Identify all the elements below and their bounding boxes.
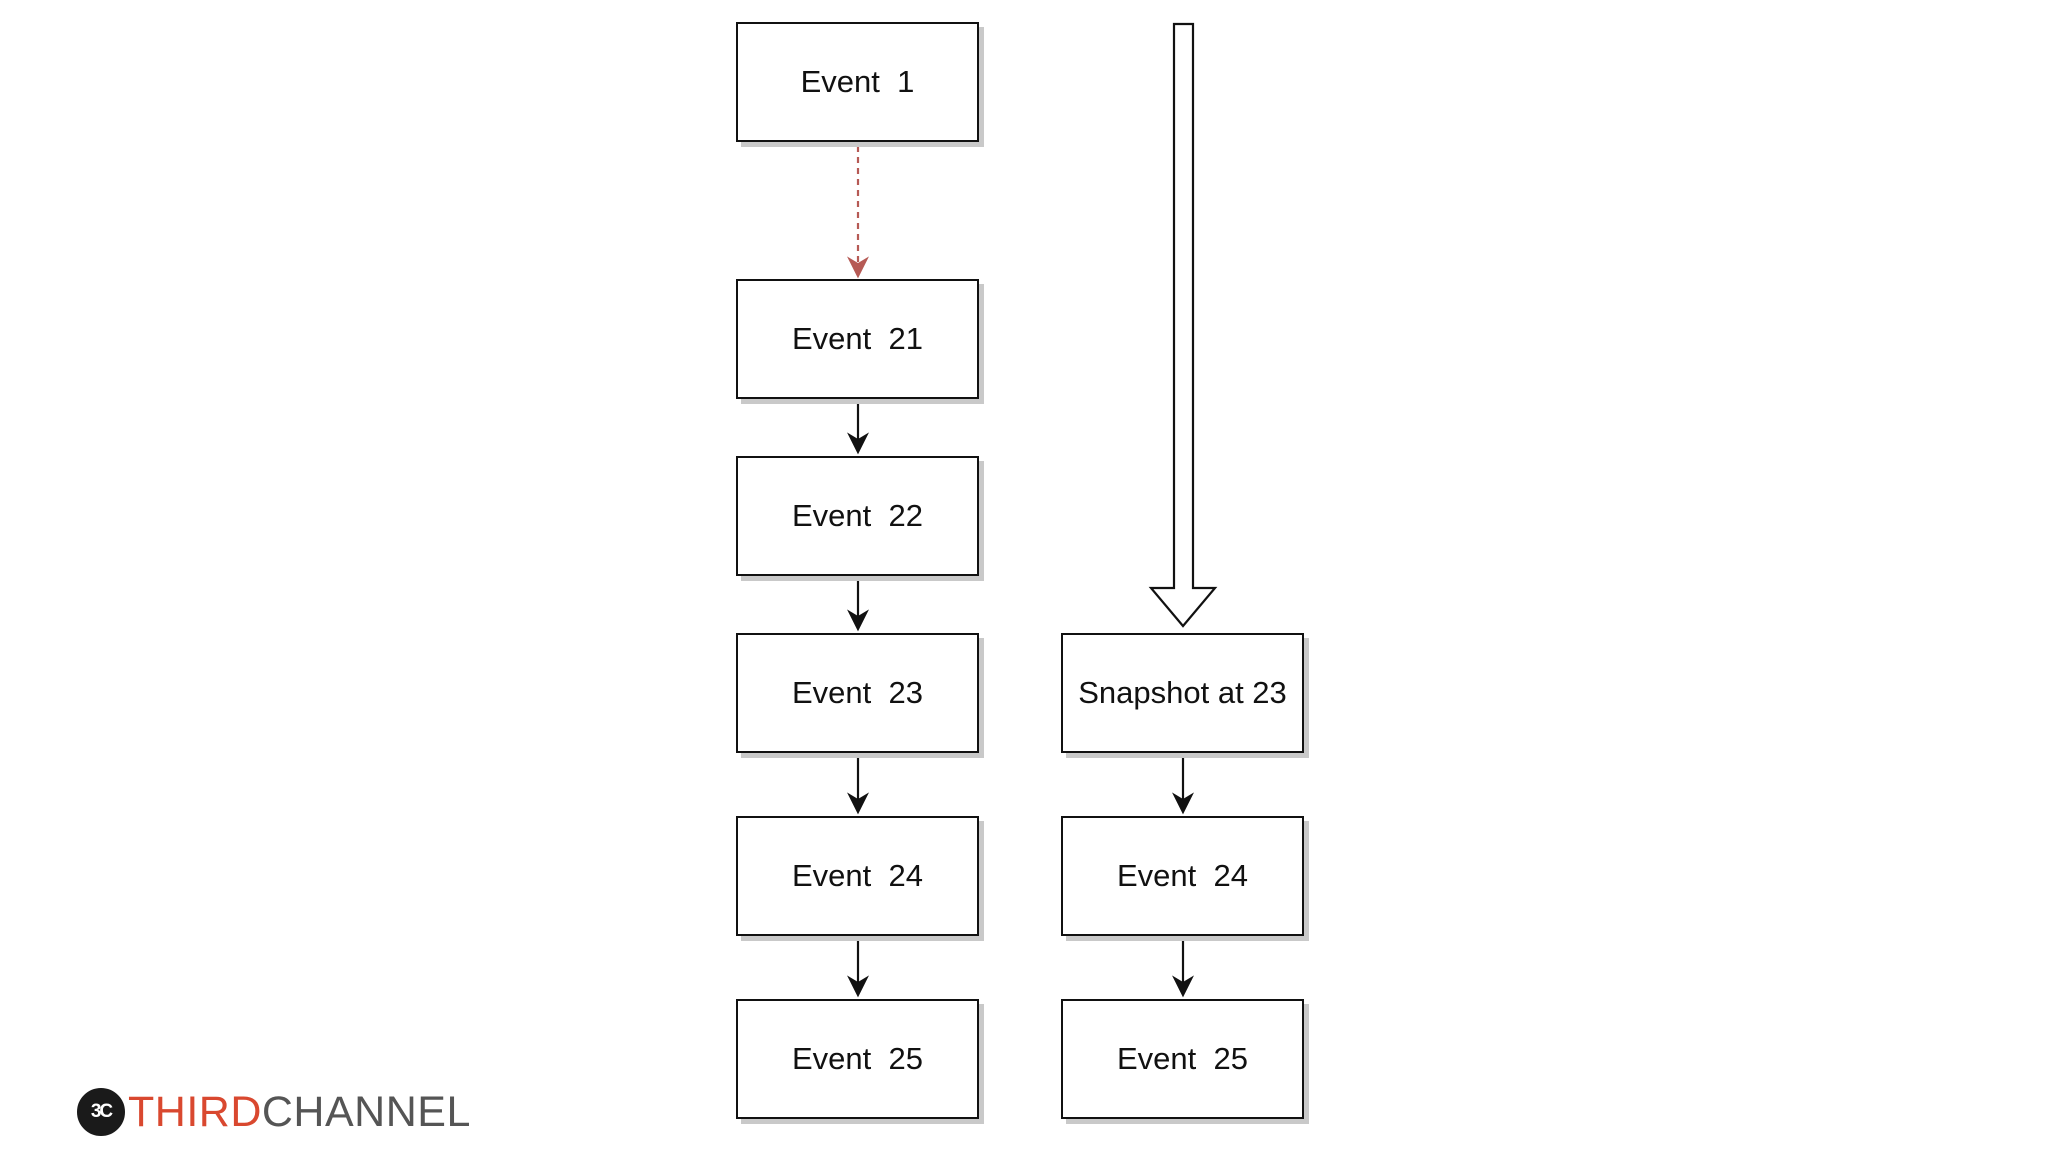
logo-word-third: THIRD bbox=[128, 1088, 262, 1136]
event-box-21: Event 21 bbox=[736, 279, 979, 399]
thirdchannel-logo: 3C THIRD CHANNEL bbox=[77, 1086, 471, 1138]
snapshot-hollow-arrow bbox=[1148, 22, 1218, 628]
logo-mark-label: 3C bbox=[90, 1101, 113, 1122]
event-box-24: Event 24 bbox=[736, 816, 979, 936]
snapshot-event-box-25: Event 25 bbox=[1061, 999, 1304, 1119]
event-box-25: Event 25 bbox=[736, 999, 979, 1119]
snapshot-box-23: Snapshot at 23 bbox=[1061, 633, 1304, 753]
snapshot-event-box-24: Event 24 bbox=[1061, 816, 1304, 936]
event-box-1: Event 1 bbox=[736, 22, 979, 142]
event-box-23: Event 23 bbox=[736, 633, 979, 753]
logo-word-channel: CHANNEL bbox=[261, 1088, 471, 1136]
logo-mark-icon: 3C bbox=[77, 1088, 125, 1136]
event-box-22: Event 22 bbox=[736, 456, 979, 576]
